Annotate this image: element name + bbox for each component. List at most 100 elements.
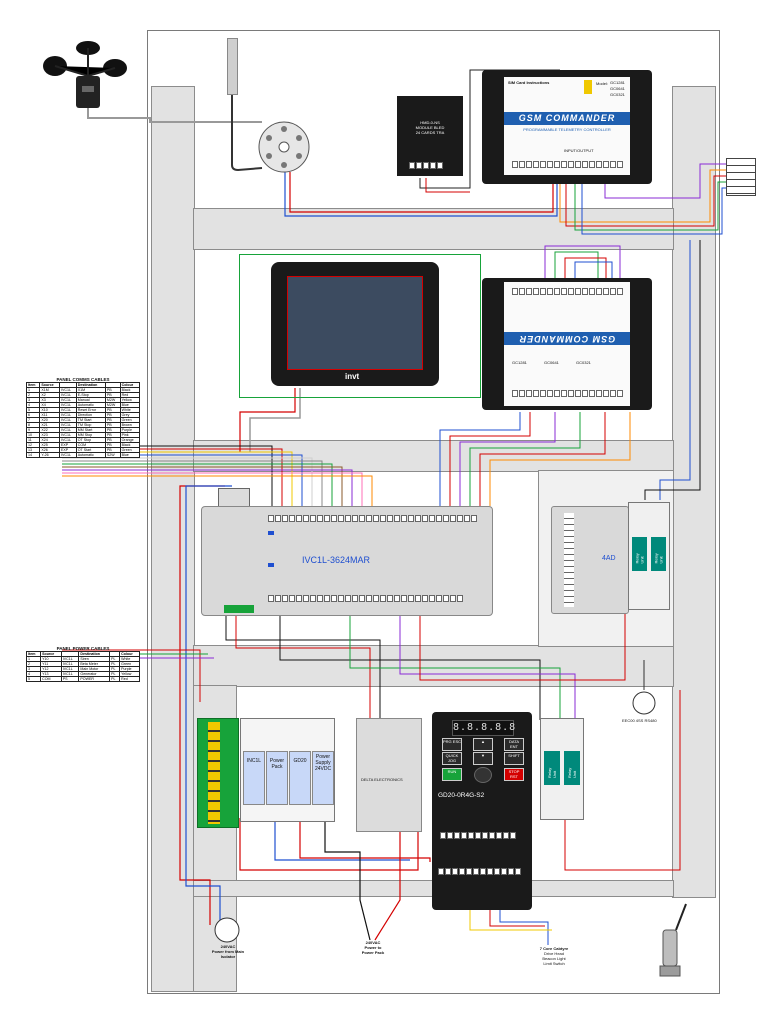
gsm-model-3: GC0321 bbox=[610, 92, 625, 97]
vfd-key-quick[interactable]: QUICK JOG bbox=[442, 752, 462, 765]
breaker-3: GD20 bbox=[289, 751, 311, 805]
mains-note-2: Power from Main bbox=[211, 949, 245, 954]
cable-note-4: Limit Switch bbox=[543, 961, 565, 966]
vfd-key-data[interactable]: DATA ENT bbox=[504, 738, 524, 751]
comms-table-cell: Automatic bbox=[75, 452, 106, 458]
left-din-rail bbox=[151, 86, 195, 992]
breaker-2: Power Pack bbox=[266, 751, 288, 805]
comms-table-cell: IVC1L bbox=[59, 452, 77, 458]
plc-ivc1l: IVC1L-3624MAR bbox=[201, 506, 493, 616]
mains-note: 240VAC Power from Main Isolator bbox=[205, 944, 251, 959]
terminal-block bbox=[197, 718, 239, 828]
relay-pair-lower: Relay Unit Relay Unit bbox=[540, 718, 584, 820]
vfd-key-stop[interactable]: STOP RST bbox=[504, 768, 524, 781]
plc-input-terminals bbox=[268, 515, 477, 522]
cable-note-1: 7 Core Cabtyre bbox=[539, 946, 569, 951]
cable-note-2: Drive Head bbox=[543, 951, 564, 956]
mains-note-3: Isolator bbox=[220, 954, 236, 959]
modbus-line-1: HMD-0-NS bbox=[420, 120, 440, 125]
pack-note-2: Power to bbox=[364, 945, 382, 950]
gsm2-face: GSM COMMANDER GC1281 GC0641 GC0321 bbox=[504, 282, 630, 406]
gsm-model-prefix: Model: bbox=[596, 81, 609, 86]
vfd-key-shift[interactable]: SHIFT bbox=[504, 752, 524, 765]
plc-output-terminals bbox=[268, 595, 463, 602]
power-table-cell: POWER bbox=[78, 676, 111, 682]
breaker-bank: INC1L Power Pack GD20 Power Supply 24VDC bbox=[240, 718, 335, 822]
expansion-4ad: 4AD bbox=[551, 506, 629, 614]
pressure-sensor-body bbox=[662, 929, 678, 967]
hmi-brand-logo: invt bbox=[345, 372, 360, 381]
power-supply-brand: DELTA ELECTRONICS bbox=[361, 777, 403, 782]
pack-note-3: Power Pack bbox=[361, 950, 385, 955]
hmi-screen bbox=[287, 276, 423, 370]
vfd-display: 8.8.8.8.8 bbox=[453, 722, 517, 733]
cable-note-3: Beacon Light bbox=[542, 956, 566, 961]
vfd-dial-icon[interactable] bbox=[474, 767, 492, 783]
power-supply: DELTA ELECTRONICS bbox=[356, 718, 422, 832]
gsm-model-1: GC1281 bbox=[610, 80, 625, 85]
plc-model-label: IVC1L-3624MAR bbox=[302, 555, 371, 565]
relay-2-label: Relay Unit bbox=[653, 553, 664, 564]
expansion-label: 4AD bbox=[602, 555, 616, 562]
comms-table-cell: S2W bbox=[104, 452, 121, 458]
comms-table-cell: Blue bbox=[119, 452, 141, 458]
gsm-model-2: GC0641 bbox=[610, 86, 625, 91]
gsm2-bottom-terminals bbox=[512, 390, 623, 397]
relay-pair-upper: Relay Unit Relay Unit bbox=[628, 502, 670, 610]
top-cable-duct bbox=[193, 208, 674, 250]
vfd-key-run[interactable]: RUN bbox=[442, 768, 462, 781]
gsm-io-label: INPUT/OUTPUT bbox=[564, 148, 594, 153]
gsm2-model-3: GC0321 bbox=[576, 360, 591, 365]
pack-note: 240VAC Power to Power Pack bbox=[350, 940, 396, 955]
gsm-top-terminals bbox=[512, 161, 623, 168]
gsm2-title-banner: GSM COMMANDER bbox=[504, 332, 630, 345]
gsm2-top-terminals bbox=[512, 288, 623, 295]
power-table-title: PANEL POWER CABLES bbox=[56, 646, 110, 651]
comms-table-cell: Y-26 bbox=[39, 452, 60, 458]
stepdown-label: EEC00 4SS RS480 bbox=[622, 718, 657, 723]
vfd-key-down[interactable]: ▼ bbox=[473, 752, 493, 765]
breaker-1-label: INC1L bbox=[246, 758, 262, 764]
vfd-key-up[interactable]: ▲ bbox=[473, 738, 493, 751]
power-table-cell: PL bbox=[109, 676, 121, 682]
power-table-cell: 5 bbox=[25, 676, 42, 682]
gsm-title-banner: GSM COMMANDER bbox=[504, 112, 630, 125]
probe-cable bbox=[231, 95, 263, 172]
vfd-key-prg[interactable]: PRG ESC bbox=[442, 738, 462, 751]
relay-2: Relay Unit bbox=[651, 537, 666, 571]
comms-table-title: PANEL COMMS CABLES bbox=[56, 377, 110, 382]
relay-4: Relay Unit bbox=[564, 751, 580, 785]
hmi-mount-outline bbox=[239, 254, 481, 398]
relay-3-label: Relay Unit bbox=[547, 767, 557, 778]
gsm-title: GSM COMMANDER bbox=[518, 113, 616, 123]
breaker-2-label: Power Pack bbox=[269, 758, 285, 770]
plc-comm-port bbox=[224, 605, 254, 613]
relay-4-label: Relay Unit bbox=[567, 767, 577, 778]
relay-1-label: Relay Unit bbox=[634, 553, 645, 564]
anemometer-icon bbox=[40, 40, 140, 110]
gsm2-title: GSM COMMANDER bbox=[518, 334, 616, 344]
power-table-cell: PS bbox=[60, 676, 80, 682]
vfd-power-terminals bbox=[438, 868, 521, 875]
temperature-probe bbox=[227, 38, 238, 95]
pack-note-1: 240VAC bbox=[365, 940, 381, 945]
plc-power-connector bbox=[218, 488, 250, 508]
vfd-gd20: 8.8.8.8.8 PRG ESC ▲ DATA ENT QUICK JOG ▼… bbox=[432, 712, 532, 910]
plc-input-leds bbox=[270, 533, 470, 539]
